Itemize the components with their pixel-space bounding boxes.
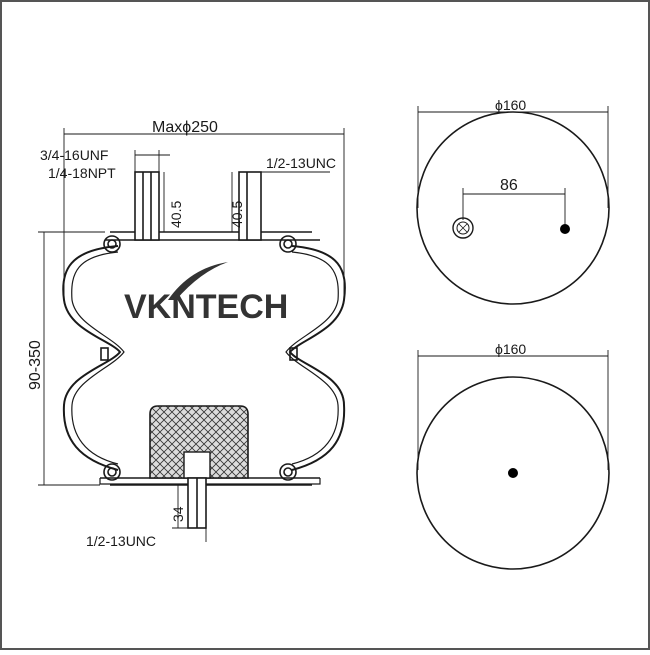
brand-logo: VKNTECH — [124, 288, 288, 326]
top-view-offset: 86 — [500, 177, 518, 194]
side-dimensions — [38, 128, 345, 542]
girdle-left — [100, 347, 109, 361]
height-range-label: 90-350 — [27, 340, 44, 390]
bottom-view-plate — [416, 376, 610, 570]
mounting-hole — [560, 224, 570, 234]
bottom-thread-label: 1/2-13UNC — [86, 533, 156, 549]
bottom-stud-length: 34 — [170, 506, 186, 522]
side-view — [62, 171, 346, 529]
top-thread-label-1: 3/4-16UNF — [40, 147, 108, 163]
bottom-view-diameter: ϕ160 — [495, 341, 526, 357]
max-diameter-label: Maxϕ250 — [152, 119, 218, 136]
brand-swoosh-icon — [168, 262, 228, 300]
air-fitting-icon — [452, 217, 474, 239]
stud-length-right: 40.5 — [229, 201, 245, 228]
top-view — [416, 106, 610, 305]
top-view-diameter: ϕ160 — [495, 97, 526, 113]
bumper — [149, 405, 249, 479]
bottom-mounting-hole — [508, 468, 518, 478]
bottom-view — [416, 350, 610, 570]
top-studs — [134, 171, 262, 241]
top-right-thread-label: 1/2-13UNC — [266, 155, 336, 171]
top-view-plate — [416, 111, 610, 305]
girdle-right — [289, 347, 298, 361]
bead-curls — [103, 235, 297, 481]
stud-length-left: 40.5 — [168, 201, 184, 228]
top-thread-label-2: 1/4-18NPT — [48, 165, 116, 181]
